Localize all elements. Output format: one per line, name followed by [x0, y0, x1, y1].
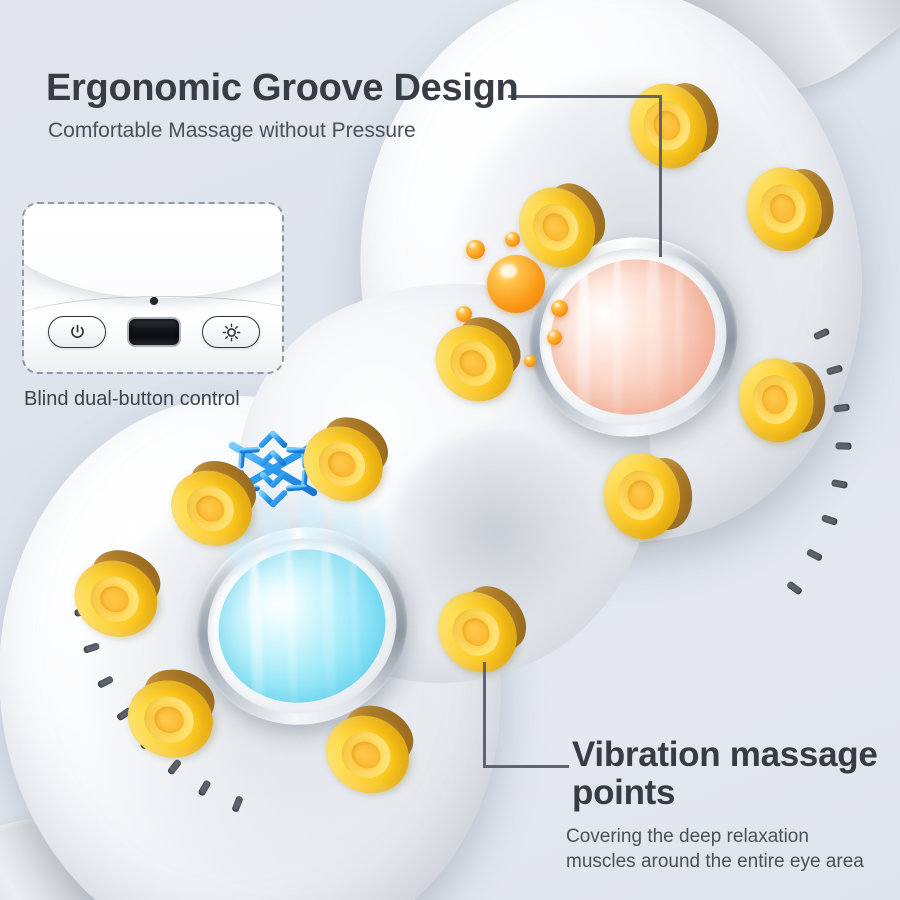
vent-slot: [806, 548, 824, 563]
massage-node-ring: [333, 723, 399, 787]
massage-node-cap: [732, 352, 821, 449]
vent-slot: [786, 580, 804, 596]
massage-node-center: [346, 736, 386, 774]
massage-node: [730, 346, 839, 455]
cooling-zone: [173, 502, 431, 750]
heat-bubble: [456, 306, 472, 322]
control-panel-callout: [22, 202, 284, 374]
light-button[interactable]: [202, 316, 260, 348]
power-button[interactable]: [48, 316, 106, 348]
heat-bubble: [524, 355, 536, 367]
massage-node: [596, 442, 704, 550]
vent-slot: [835, 441, 852, 450]
massage-node: [734, 150, 850, 266]
massage-node: [614, 62, 739, 187]
vent-slot: [825, 364, 843, 376]
vent-slot: [833, 403, 851, 412]
massage-node-collar: [72, 558, 163, 637]
vent-slot: [115, 706, 133, 722]
massage-node-ring: [748, 371, 802, 428]
heat-bubble: [487, 255, 545, 313]
massage-node-center: [150, 702, 188, 738]
vent-slot: [197, 779, 212, 797]
massage-node-center: [456, 612, 496, 652]
massage-node-ring: [440, 331, 506, 396]
massage-node-collar: [435, 586, 524, 678]
heat-bubble: [505, 232, 520, 247]
massage-node-center: [537, 208, 575, 247]
vent-slot: [166, 758, 183, 776]
massage-node-cap: [736, 158, 832, 260]
massage-node-ring: [524, 194, 588, 260]
massage-node-collar: [751, 165, 822, 254]
page-subtitle-vibration: Covering the deep relaxation muscles aro…: [566, 825, 900, 874]
heat-bubble: [472, 320, 492, 340]
massage-node-ring: [83, 568, 147, 630]
massage-node-cap: [598, 448, 686, 544]
vent-slot: [821, 514, 839, 527]
leader-line-bottom-vertical: [483, 662, 486, 768]
massage-node-cap: [616, 71, 720, 181]
massage-node-collar: [323, 712, 416, 795]
page-title-vibration: Vibration massage points: [572, 735, 878, 812]
led-indicator: [150, 297, 158, 305]
page-subtitle-vibration-line1: Covering the deep relaxation: [566, 826, 809, 847]
massage-node-center: [625, 478, 656, 512]
leader-line-bottom-horizontal: [483, 765, 569, 768]
usb-c-charging-port: [127, 317, 181, 347]
page-subtitle-ergonomic: Comfortable Massage without Pressure: [48, 119, 416, 142]
massage-node-base: [440, 305, 532, 396]
vent-slot: [96, 675, 115, 689]
vent-slot: [82, 642, 101, 654]
control-panel-photo: [24, 204, 282, 372]
massage-node: [58, 530, 182, 654]
massage-node-base: [444, 574, 539, 669]
vent-slot: [139, 734, 156, 751]
snowflake-icon: [216, 412, 330, 526]
massage-node-ring: [754, 178, 812, 239]
massage-node-collar: [746, 358, 810, 444]
massage-node-center: [766, 190, 800, 227]
control-panel-caption: Blind dual-button control: [24, 388, 240, 410]
massage-node-base: [642, 74, 729, 166]
massage-node-cap: [421, 576, 533, 689]
power-icon: [70, 324, 84, 338]
massage-node-base: [79, 540, 169, 627]
heat-bubble: [547, 330, 562, 345]
massage-node-cap: [62, 547, 170, 650]
vent-slot: [830, 478, 848, 489]
massage-node-center: [759, 382, 791, 417]
page-title-ergonomic: Ergonomic Groove Design: [46, 67, 519, 109]
leader-line-top-vertical: [659, 95, 662, 257]
massage-node-base: [623, 454, 697, 535]
massage-node-ring: [636, 93, 698, 158]
massage-node-collar: [612, 454, 676, 540]
massage-node-base: [756, 358, 831, 439]
massage-node-ring: [442, 598, 509, 666]
vent-slot: [231, 795, 245, 814]
head-strap-right: [627, 0, 900, 139]
vent-slot: [812, 327, 831, 341]
heating-zone: [502, 210, 764, 464]
massage-node-cap: [116, 668, 224, 770]
heat-bubble: [466, 240, 485, 259]
massage-node-center: [649, 106, 685, 145]
massage-node-center: [454, 344, 492, 382]
device-seam-line: [24, 296, 282, 356]
massage-node-center: [96, 581, 134, 617]
leader-line-top-horizontal: [508, 95, 662, 98]
massage-node-ring: [614, 467, 668, 524]
device-top-curve: [24, 204, 282, 298]
page-subtitle-vibration-line2: muscles around the entire eye area: [566, 850, 864, 872]
head-strap-left: [0, 772, 179, 900]
brightness-icon: [222, 323, 240, 341]
vent-slot: [73, 607, 91, 618]
massage-node-base: [761, 162, 842, 248]
heat-bubble: [500, 345, 514, 359]
heat-bubble: [551, 300, 568, 317]
